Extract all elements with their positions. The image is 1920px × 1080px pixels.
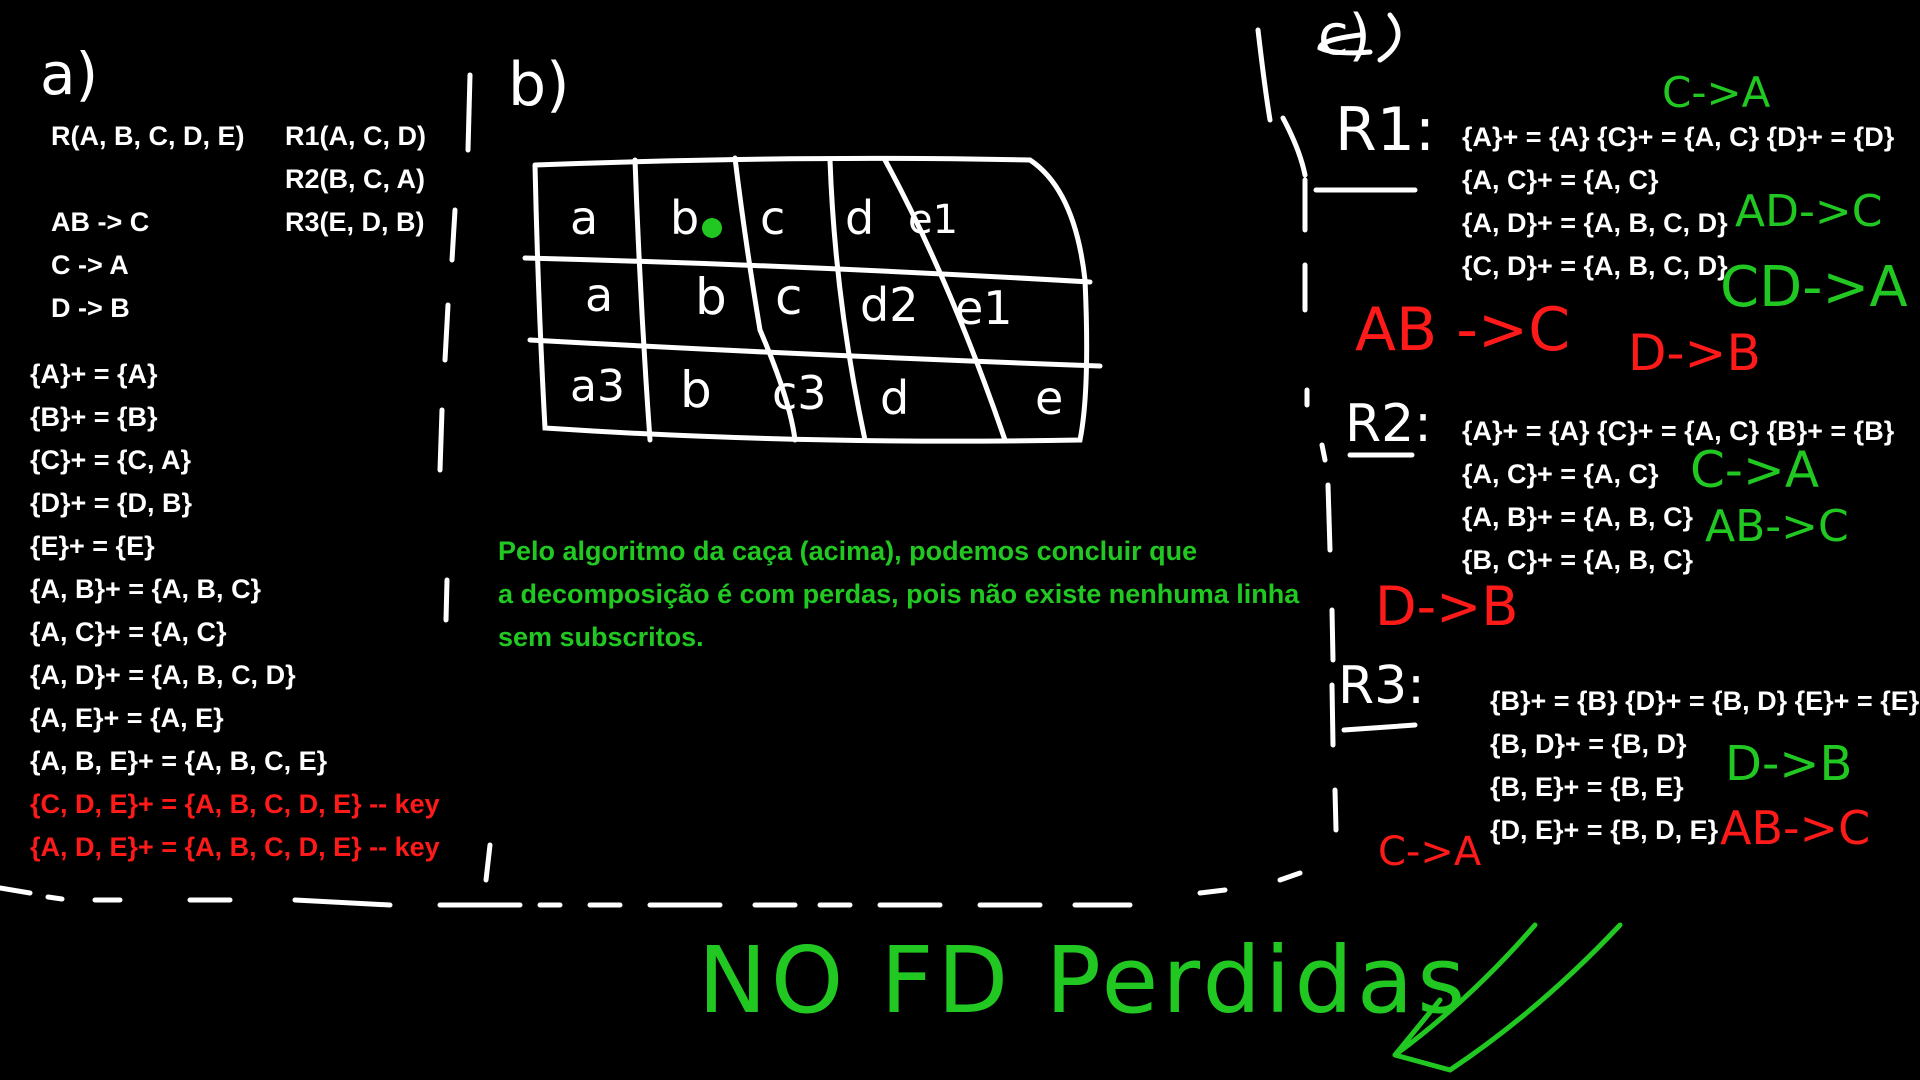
- r1-closure: {A, D}+ = {A, B, C, D}: [1462, 208, 1728, 238]
- fd-1: AB -> C: [51, 207, 150, 237]
- closure: {E}+ = {E}: [30, 531, 155, 561]
- candidate-key: {A, D, E}+ = {A, B, C, D, E} -- key: [30, 832, 440, 862]
- closure: {B}+ = {B}: [30, 402, 158, 432]
- section-b-label: b): [508, 50, 570, 120]
- decomp-r3: R3(E, D, B): [285, 207, 425, 237]
- closure: {A, B, E}+ = {A, B, C, E}: [30, 746, 328, 776]
- section-c-label: c): [1318, 3, 1371, 68]
- fd-3: D -> B: [51, 293, 130, 323]
- tableau-cell: e1: [908, 197, 959, 243]
- r2-fd-green: AB->C: [1705, 501, 1849, 552]
- tableau-cell: a3: [570, 361, 625, 412]
- r1-fd-green: CD->A: [1720, 255, 1908, 320]
- r2-closure: {B, C}+ = {A, B, C}: [1462, 545, 1694, 575]
- r3-closure: {D, E}+ = {B, D, E}: [1490, 815, 1719, 845]
- tableau-cell: d: [845, 191, 875, 245]
- r3-closure: {B}+ = {B} {D}+ = {B, D} {E}+ = {E}: [1490, 686, 1920, 716]
- closure: {A, C}+ = {A, C}: [30, 617, 227, 647]
- closure: {C}+ = {C, A}: [30, 445, 192, 475]
- relation-schema: R(A, B, C, D, E): [51, 121, 245, 151]
- tableau-cell: b: [695, 268, 727, 326]
- r2-closure: {A}+ = {A} {C}+ = {A, C} {B}+ = {B}: [1462, 416, 1895, 446]
- tableau-cell: a: [570, 191, 599, 245]
- r1-fd-red: D->B: [1628, 324, 1761, 382]
- r3-fd-red: C->A: [1378, 829, 1482, 875]
- conclusion-line: a decomposição é com perdas, pois não ex…: [498, 579, 1300, 609]
- tableau-cell: d: [880, 371, 910, 425]
- tableau-cell: c: [775, 268, 803, 326]
- tableau-cell: e: [1035, 371, 1064, 425]
- closure: {A, E}+ = {A, E}: [30, 703, 224, 733]
- r2-label: R2:: [1345, 394, 1432, 454]
- r3-closure: {B, E}+ = {B, E}: [1490, 772, 1684, 802]
- closure: {A, D}+ = {A, B, C, D}: [30, 660, 296, 690]
- r1-fd-green: AD->C: [1735, 186, 1883, 237]
- r2-fd-green: C->A: [1690, 441, 1820, 499]
- r1-label: R1:: [1335, 95, 1436, 165]
- tableau-cell: b: [680, 361, 712, 419]
- r3-closure: {B, D}+ = {B, D}: [1490, 729, 1687, 759]
- r1-fd-green: C->A: [1662, 68, 1771, 117]
- fd-2: C -> A: [51, 250, 129, 280]
- tableau-cell: e1: [955, 281, 1013, 335]
- candidate-key: {C, D, E}+ = {A, B, C, D, E} -- key: [30, 789, 440, 819]
- tableau-cell: b: [670, 191, 700, 245]
- decomp-r1: R1(A, C, D): [285, 121, 426, 151]
- r3-fd-green: D->B: [1725, 736, 1853, 792]
- r2-closure: {A, C}+ = {A, C}: [1462, 459, 1659, 489]
- tableau-cell: c3: [772, 366, 827, 420]
- r2-fd-red: D->B: [1375, 575, 1519, 638]
- conclusion-line: sem subscritos.: [498, 622, 704, 652]
- r1-closure: {A, C}+ = {A, C}: [1462, 165, 1659, 195]
- r2-closure: {A, B}+ = {A, B, C}: [1462, 502, 1694, 532]
- r3-label: R3:: [1338, 656, 1425, 716]
- r1-fd-red: AB ->C: [1355, 295, 1571, 365]
- closure: {A, B}+ = {A, B, C}: [30, 574, 262, 604]
- r1-closure: {C, D}+ = {A, B, C, D}: [1462, 251, 1728, 281]
- footer-note: NO FD Perdidas: [698, 927, 1470, 1034]
- r1-closure: {A}+ = {A} {C}+ = {A, C} {D}+ = {D}: [1462, 122, 1895, 152]
- tableau-cell: c: [760, 191, 786, 245]
- closure: {D}+ = {D, B}: [30, 488, 193, 518]
- conclusion-line: Pelo algoritmo da caça (acima), podemos …: [498, 536, 1198, 566]
- section-a-label: a): [40, 40, 99, 108]
- tableau-cell: a: [585, 268, 614, 322]
- decomp-r2: R2(B, C, A): [285, 164, 425, 194]
- tableau-cell: d2: [860, 278, 919, 332]
- closure: {A}+ = {A}: [30, 359, 158, 389]
- r3-fd-red: AB->C: [1720, 801, 1871, 855]
